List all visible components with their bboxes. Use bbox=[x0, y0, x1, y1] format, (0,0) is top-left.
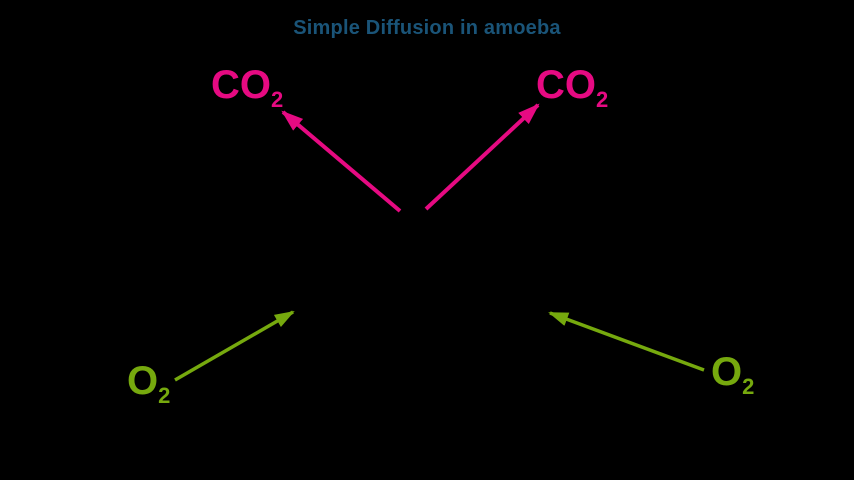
co2-label-right-base: CO bbox=[536, 63, 596, 107]
co2-arrow-left bbox=[281, 110, 402, 213]
co2-label-left-base: CO bbox=[211, 63, 271, 107]
co2-label-left-subscript: 2 bbox=[271, 87, 284, 112]
o2-label-left-subscript: 2 bbox=[158, 383, 171, 408]
co2-arrow-right bbox=[424, 103, 540, 211]
o2-label-left: O2 bbox=[127, 359, 170, 407]
co2-label-right: CO2 bbox=[536, 63, 608, 111]
co2-label-left: CO2 bbox=[211, 63, 283, 111]
o2-label-right-subscript: 2 bbox=[742, 374, 755, 399]
o2-label-right-base: O bbox=[711, 350, 743, 394]
diagram-title: Simple Diffusion in amoeba bbox=[293, 17, 561, 39]
o2-arrow-right bbox=[548, 311, 705, 372]
co2-label-right-subscript: 2 bbox=[596, 87, 609, 112]
o2-arrow-left bbox=[174, 310, 295, 382]
o2-label-right: O2 bbox=[711, 350, 754, 398]
o2-label-left-base: O bbox=[127, 359, 159, 403]
